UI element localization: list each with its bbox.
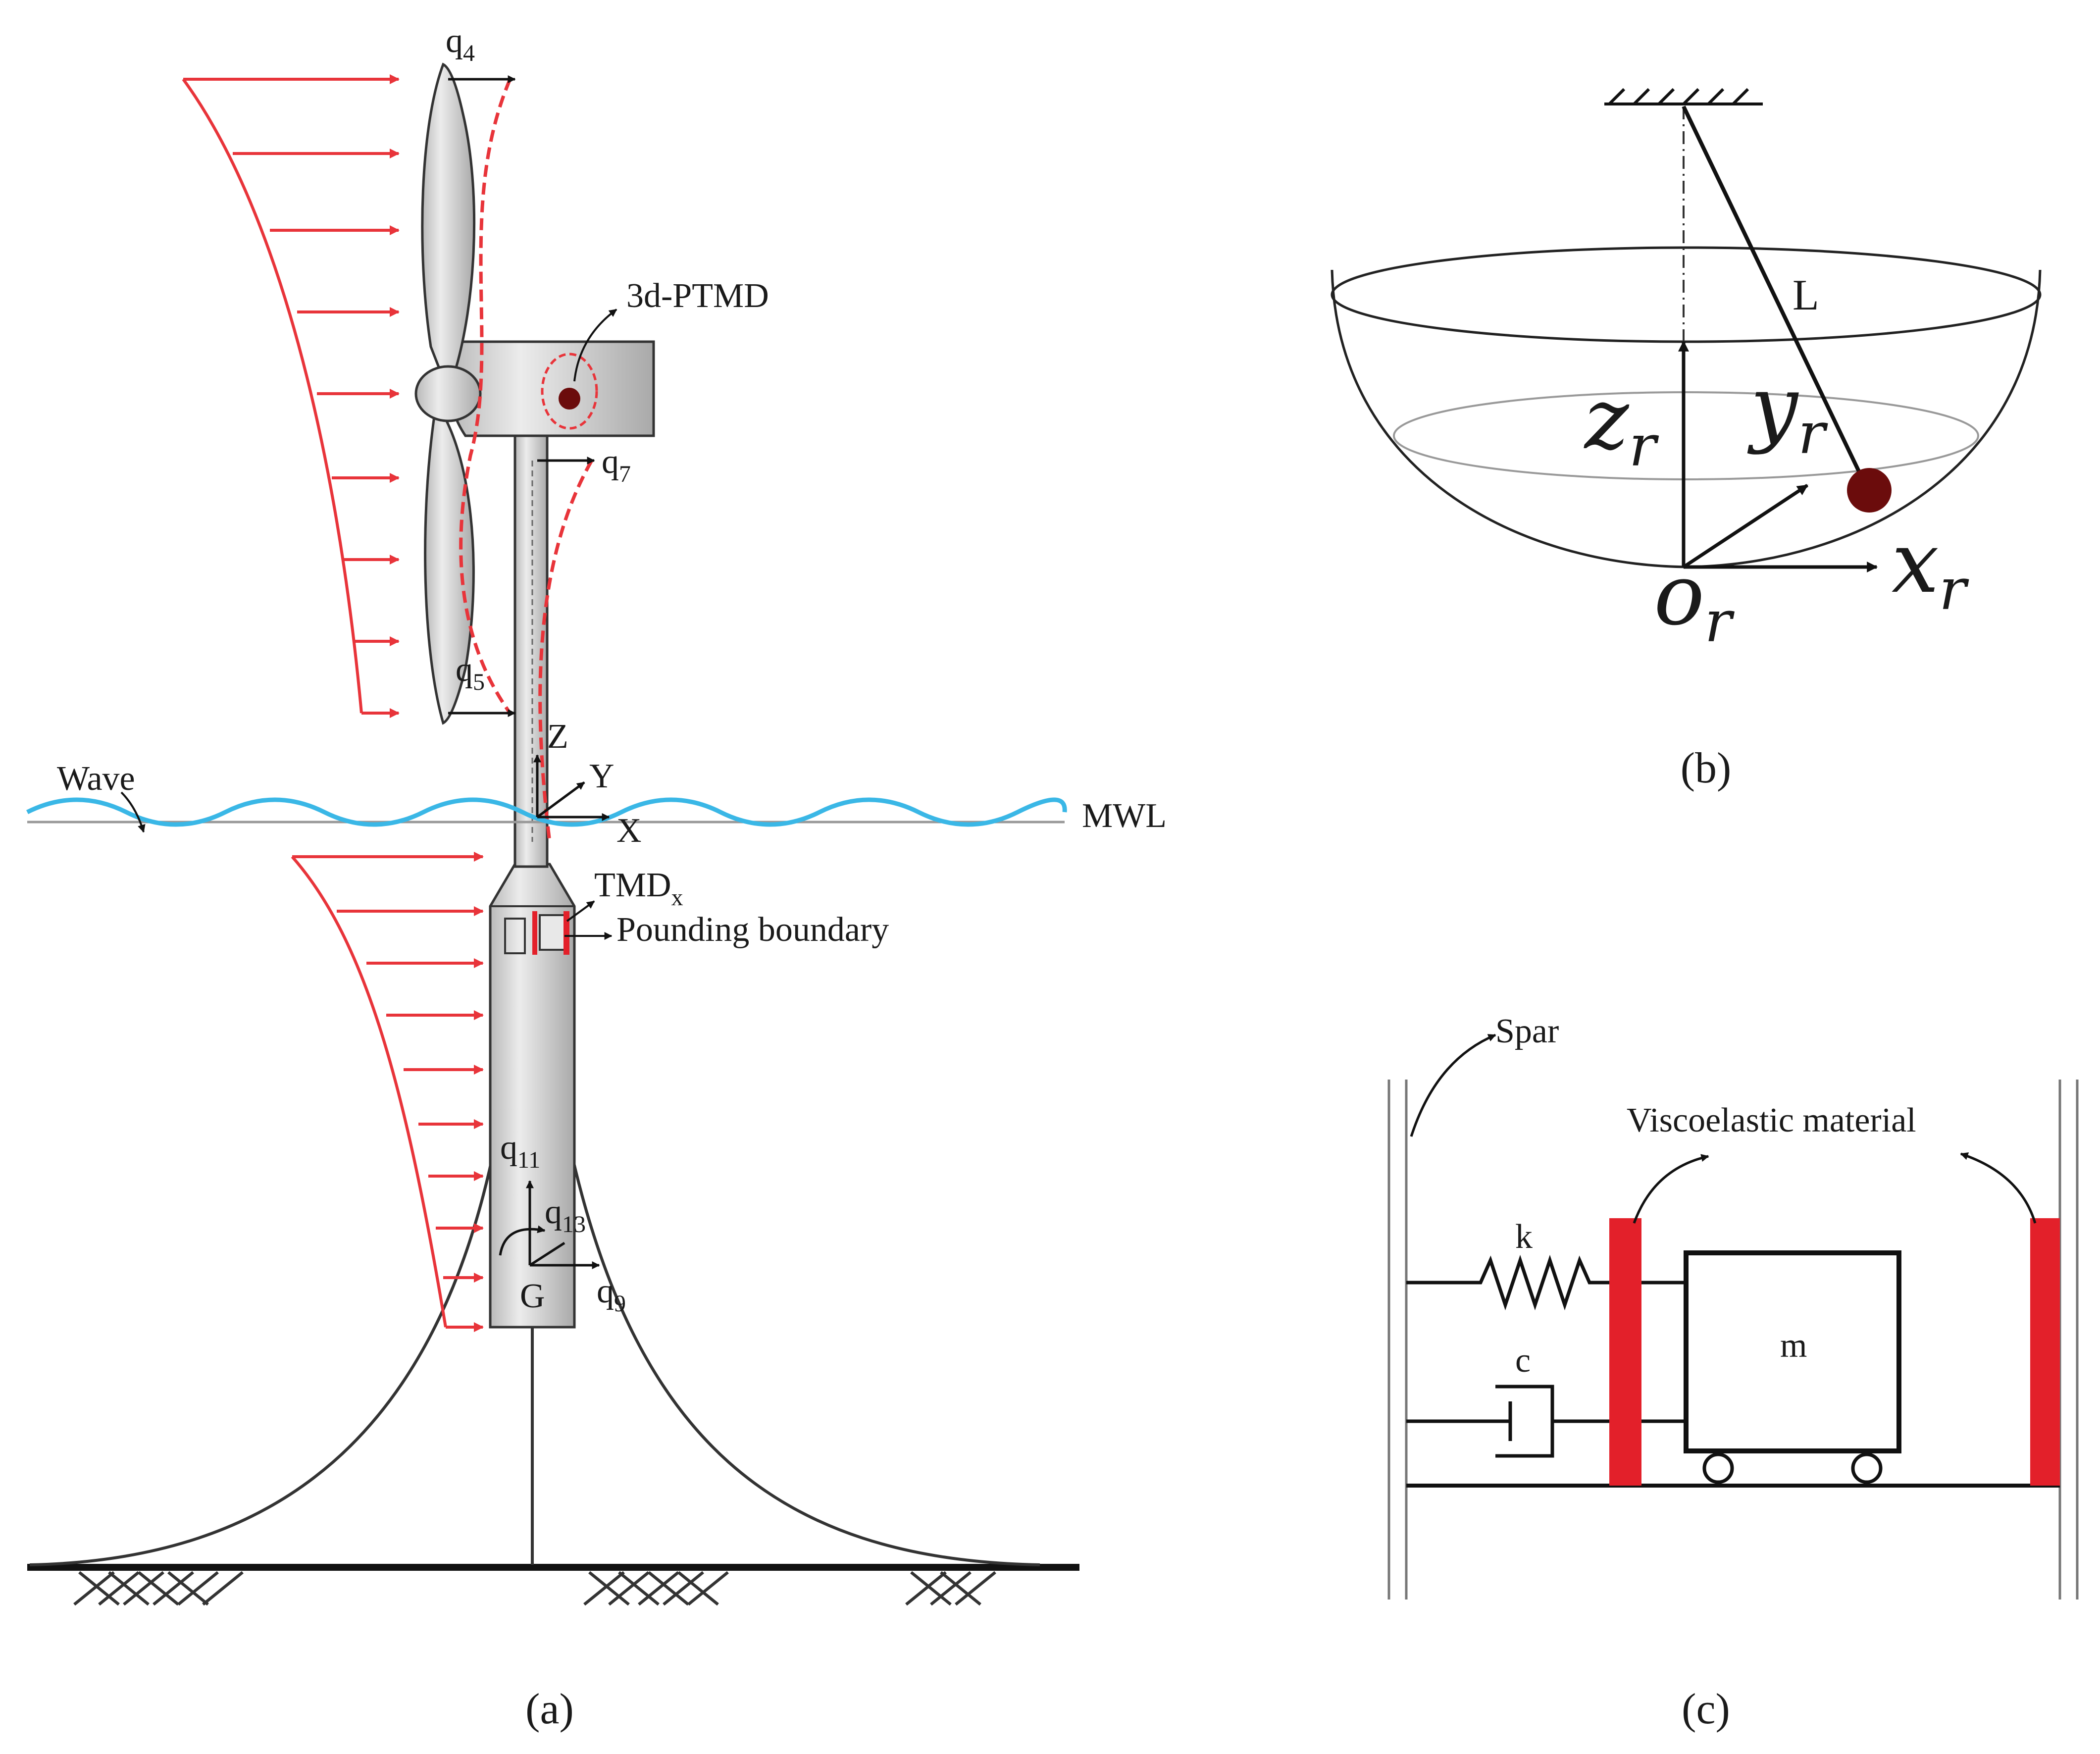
label-axis-y: Y xyxy=(589,757,615,795)
spar-hull xyxy=(489,863,576,1329)
wheel-left xyxy=(1702,1452,1734,1484)
label-pounding-boundary: Pounding boundary xyxy=(616,911,889,949)
pendulum-support xyxy=(1604,88,1763,105)
cg-motion-arrows xyxy=(499,1180,600,1269)
label-axis-x: X xyxy=(616,812,642,850)
label-g: G xyxy=(520,1277,545,1315)
label-q7: q7 xyxy=(602,443,631,487)
label-q4: q4 xyxy=(446,22,475,66)
tower-mode-shape xyxy=(538,460,594,842)
mooring-lines xyxy=(29,1143,1040,1566)
visco-pad-left xyxy=(1609,1218,1641,1486)
label-3d-ptmd: 3d-PTMD xyxy=(626,277,769,315)
label-wave: Wave xyxy=(57,760,135,798)
label-zr: zr xyxy=(1584,370,1659,479)
label-q5: q5 xyxy=(456,651,485,695)
blade-mode-shape xyxy=(459,78,512,715)
tmd-x xyxy=(504,911,569,955)
local-axes xyxy=(1678,340,1878,572)
label-mwl: MWL xyxy=(1082,797,1167,835)
caption-a: (a) xyxy=(525,1685,574,1733)
caption-b: (b) xyxy=(1681,744,1732,792)
tower xyxy=(513,434,549,868)
rotor-blades xyxy=(421,62,476,725)
spring-k xyxy=(1406,1254,1686,1311)
label-axis-z: Z xyxy=(547,718,568,756)
dof-arrows xyxy=(448,75,595,717)
visco-pad-right xyxy=(2030,1218,2060,1486)
mass-block xyxy=(1684,1250,1901,1453)
rotor-hub xyxy=(414,365,482,422)
panel-c: Spar Viscoelastic material k c m (c) xyxy=(1387,1012,2079,1733)
label-q9: q9 xyxy=(597,1272,626,1317)
label-m: m xyxy=(1780,1327,1807,1365)
label-viscoelastic-material: Viscoelastic material xyxy=(1627,1101,1916,1139)
label-xr: xr xyxy=(1892,514,1969,623)
current-load-profile xyxy=(291,852,484,1332)
label-or: or xyxy=(1654,546,1735,655)
wind-load-profile xyxy=(182,74,400,718)
label-q13: q13 xyxy=(545,1193,586,1238)
label-yr: yr xyxy=(1747,358,1828,467)
label-c: c xyxy=(1515,1341,1531,1380)
label-spar: Spar xyxy=(1495,1012,1559,1050)
caption-c: (c) xyxy=(1682,1685,1730,1733)
leader-lines-c xyxy=(1410,1033,2037,1224)
global-axes xyxy=(533,754,610,821)
sea-surface xyxy=(26,797,1067,827)
leader-lines xyxy=(120,309,617,940)
seabed xyxy=(27,1564,1079,1606)
pendulum-rod xyxy=(1682,105,1869,489)
label-l: L xyxy=(1793,271,1819,319)
panel-b: L zr yr xr or (b) xyxy=(1331,88,2042,792)
label-k: k xyxy=(1515,1218,1533,1256)
label-tmd-x: TMDx xyxy=(594,866,683,911)
pendulum-mass xyxy=(1847,468,1892,513)
damper-c xyxy=(1406,1385,1686,1458)
panel-a: q4 3d-PTMD q7 q5 Z Y X Wave MWL TMDx Pou… xyxy=(26,22,1167,1733)
wheel-right xyxy=(1851,1452,1883,1484)
wave-line xyxy=(26,797,1067,827)
label-q11: q11 xyxy=(500,1129,540,1173)
